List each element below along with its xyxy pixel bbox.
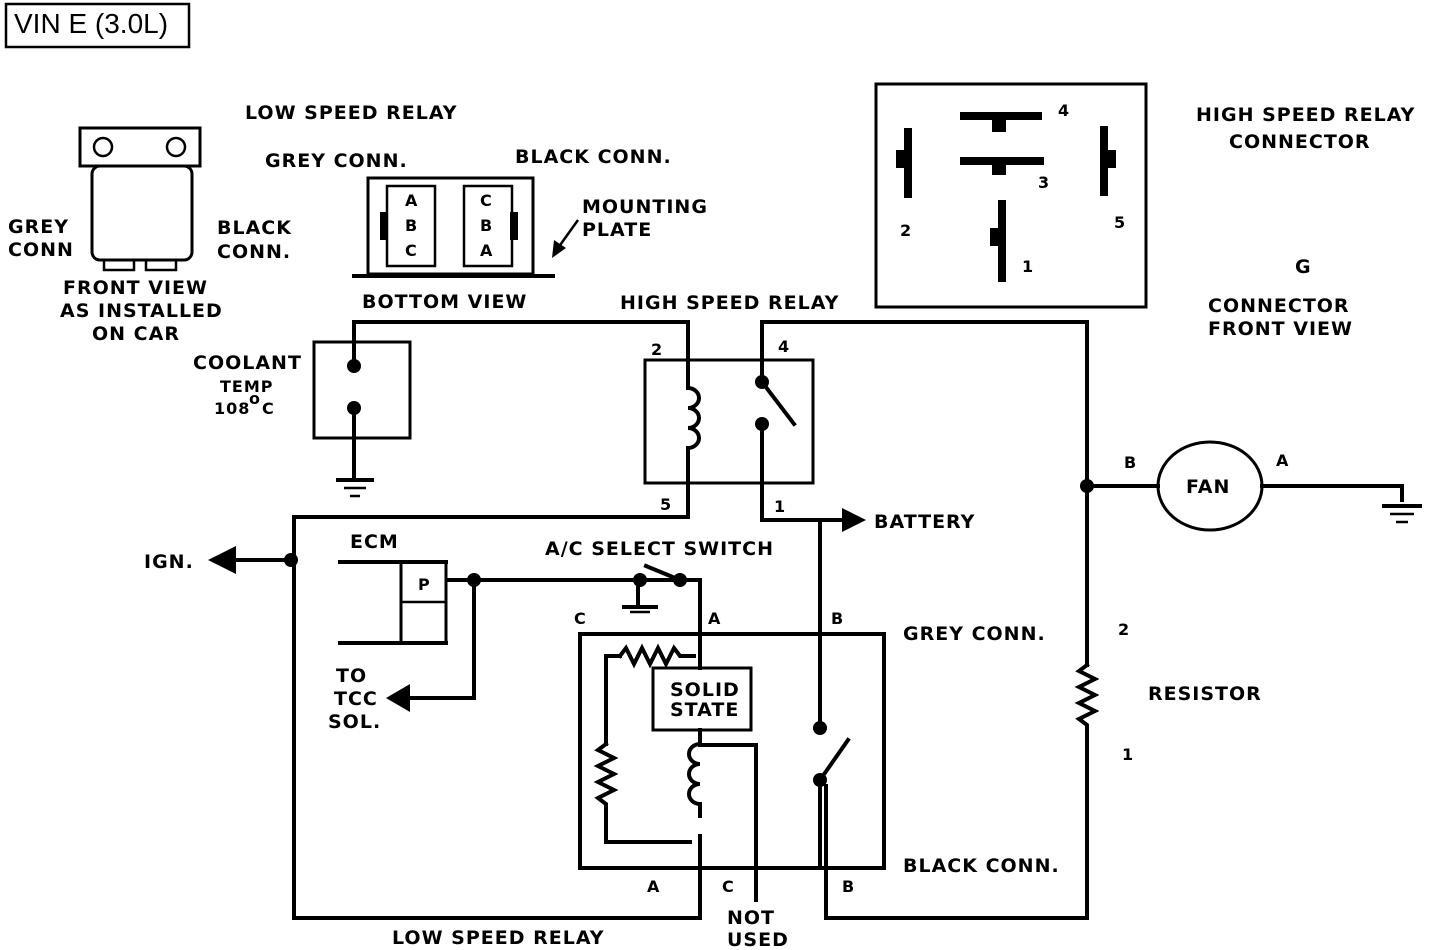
- hsr-pin-1: 1: [774, 497, 786, 516]
- solid-state-label-1: SOLID: [670, 679, 740, 701]
- grey-conn-left-1: GREY: [8, 216, 69, 238]
- tcc-label-3: SOL.: [328, 711, 381, 733]
- front-view-2: AS INSTALLED: [60, 300, 223, 322]
- black-pin-b: B: [480, 216, 493, 235]
- fan-pin-b: B: [1124, 453, 1137, 472]
- g-label: G: [1295, 256, 1312, 278]
- fan-pin-a: A: [1276, 451, 1289, 470]
- coolant-terminal-1: [347, 359, 361, 373]
- black-pin-c: C: [722, 877, 735, 896]
- ac-switch-contact-1: [633, 573, 647, 587]
- resistor-pin-1: 1: [1122, 745, 1134, 764]
- resistor-label: RESISTOR: [1148, 683, 1262, 705]
- grey-pin-b: B: [831, 609, 844, 628]
- front-view-3: ON CAR: [92, 323, 180, 345]
- ign-label: IGN.: [144, 551, 194, 573]
- conn-pin-2: 2: [900, 221, 912, 240]
- mounting-plate-1: MOUNTING: [582, 196, 708, 218]
- coolant-label-2: TEMP: [220, 377, 274, 396]
- grey-pin-b: B: [405, 216, 418, 235]
- hsr-pin-4: 4: [778, 337, 790, 356]
- hsr-connector-title-1: HIGH SPEED RELAY: [1196, 104, 1415, 126]
- battery-label: BATTERY: [874, 511, 975, 533]
- solid-state-label-2: STATE: [670, 699, 739, 721]
- mounting-plate-arrow: [552, 219, 580, 258]
- black-conn-right-1: BLACK: [217, 217, 292, 239]
- bottom-view-housing: [352, 176, 555, 278]
- grey-pin-a: A: [708, 609, 721, 628]
- coolant-terminal-2: [347, 401, 361, 415]
- wiring: [228, 320, 1404, 920]
- inset-title: LOW SPEED RELAY: [245, 102, 457, 124]
- ac-switch-contact-2: [673, 573, 687, 587]
- hsr-pin-5: 5: [660, 495, 672, 514]
- fan-junction: [1080, 479, 1094, 493]
- black-conn-right-2: CONN.: [217, 241, 291, 263]
- black-conn-label: BLACK CONN.: [903, 855, 1060, 877]
- resistor-pin-2: 2: [1118, 620, 1130, 639]
- not-used-1: NOT: [727, 907, 775, 929]
- ecm-block: [338, 560, 448, 645]
- coolant-temp-switch: [312, 340, 412, 498]
- coolant-label-1: COOLANT: [193, 352, 302, 374]
- fan: [1156, 440, 1264, 532]
- fan-ground: [1382, 504, 1422, 524]
- fan-resistor: [1074, 662, 1100, 733]
- battery-arrow: [842, 508, 866, 532]
- coolant-degree: o: [249, 389, 261, 408]
- tcc-label-2: TCC: [334, 688, 378, 710]
- ecm-label: ECM: [350, 531, 399, 553]
- relay-front-view: [78, 126, 202, 272]
- low-speed-relay-label: LOW SPEED RELAY: [392, 927, 604, 949]
- coolant-label-3: 108: [214, 399, 250, 418]
- ecm-junction: [467, 573, 481, 587]
- connector-front-view-2: FRONT VIEW: [1208, 318, 1353, 340]
- fan-label: FAN: [1186, 476, 1230, 498]
- ign-junction: [284, 553, 298, 567]
- grey-conn-left-2: CONN: [8, 239, 74, 261]
- black-pin-c: C: [480, 191, 493, 210]
- high-speed-relay-label: HIGH SPEED RELAY: [620, 292, 839, 314]
- mounting-plate-2: PLATE: [582, 219, 652, 241]
- hsr-pin-2: 2: [651, 340, 663, 359]
- lsr-coil: [687, 728, 702, 818]
- tcc-label-1: TO: [336, 665, 367, 687]
- ecm-pin-p: P: [418, 575, 431, 594]
- low-speed-relay-inset: LOW SPEED RELAY GREY CONN BLACK CONN. FR…: [8, 102, 708, 345]
- high-speed-relay: [643, 358, 815, 485]
- title-block: VIN E (3.0L): [4, 2, 191, 49]
- diagram-title: VIN E (3.0L): [14, 8, 168, 39]
- grey-pin-c: C: [405, 241, 418, 260]
- low-speed-relay: [578, 632, 886, 902]
- vertical-resistor: [593, 741, 692, 844]
- small-resistor: [617, 643, 696, 669]
- black-conn-top: BLACK CONN.: [515, 146, 672, 168]
- black-pin-a: A: [480, 241, 493, 260]
- black-pin-a: A: [647, 877, 660, 896]
- bottom-view-label: BOTTOM VIEW: [362, 291, 527, 313]
- tcc-arrow: [386, 684, 410, 712]
- front-view-1: FRONT VIEW: [63, 277, 208, 299]
- ac-switch-label: A/C SELECT SWITCH: [545, 538, 774, 560]
- hsr-connector-title-2: CONNECTOR: [1229, 131, 1371, 153]
- not-used-2: USED: [727, 929, 789, 950]
- high-speed-relay-connector-inset: 4 3 2 5 1 HIGH SPEED RELAY CONNECTOR G C…: [874, 82, 1415, 340]
- black-pin-b: B: [842, 877, 855, 896]
- grey-conn-top: GREY CONN.: [265, 150, 408, 172]
- coolant-label-c: C: [262, 399, 275, 418]
- grey-pin-c: C: [574, 609, 587, 628]
- grey-pin-a: A: [405, 191, 418, 210]
- conn-pin-4: 4: [1058, 101, 1070, 120]
- conn-pin-5: 5: [1114, 213, 1126, 232]
- grey-conn-label: GREY CONN.: [903, 623, 1046, 645]
- ign-arrow: [208, 546, 236, 574]
- connector-front-view-1: CONNECTOR: [1208, 295, 1350, 317]
- hsr-coil: [686, 382, 701, 470]
- conn-pin-3: 3: [1038, 173, 1050, 192]
- conn-pin-1: 1: [1022, 257, 1034, 276]
